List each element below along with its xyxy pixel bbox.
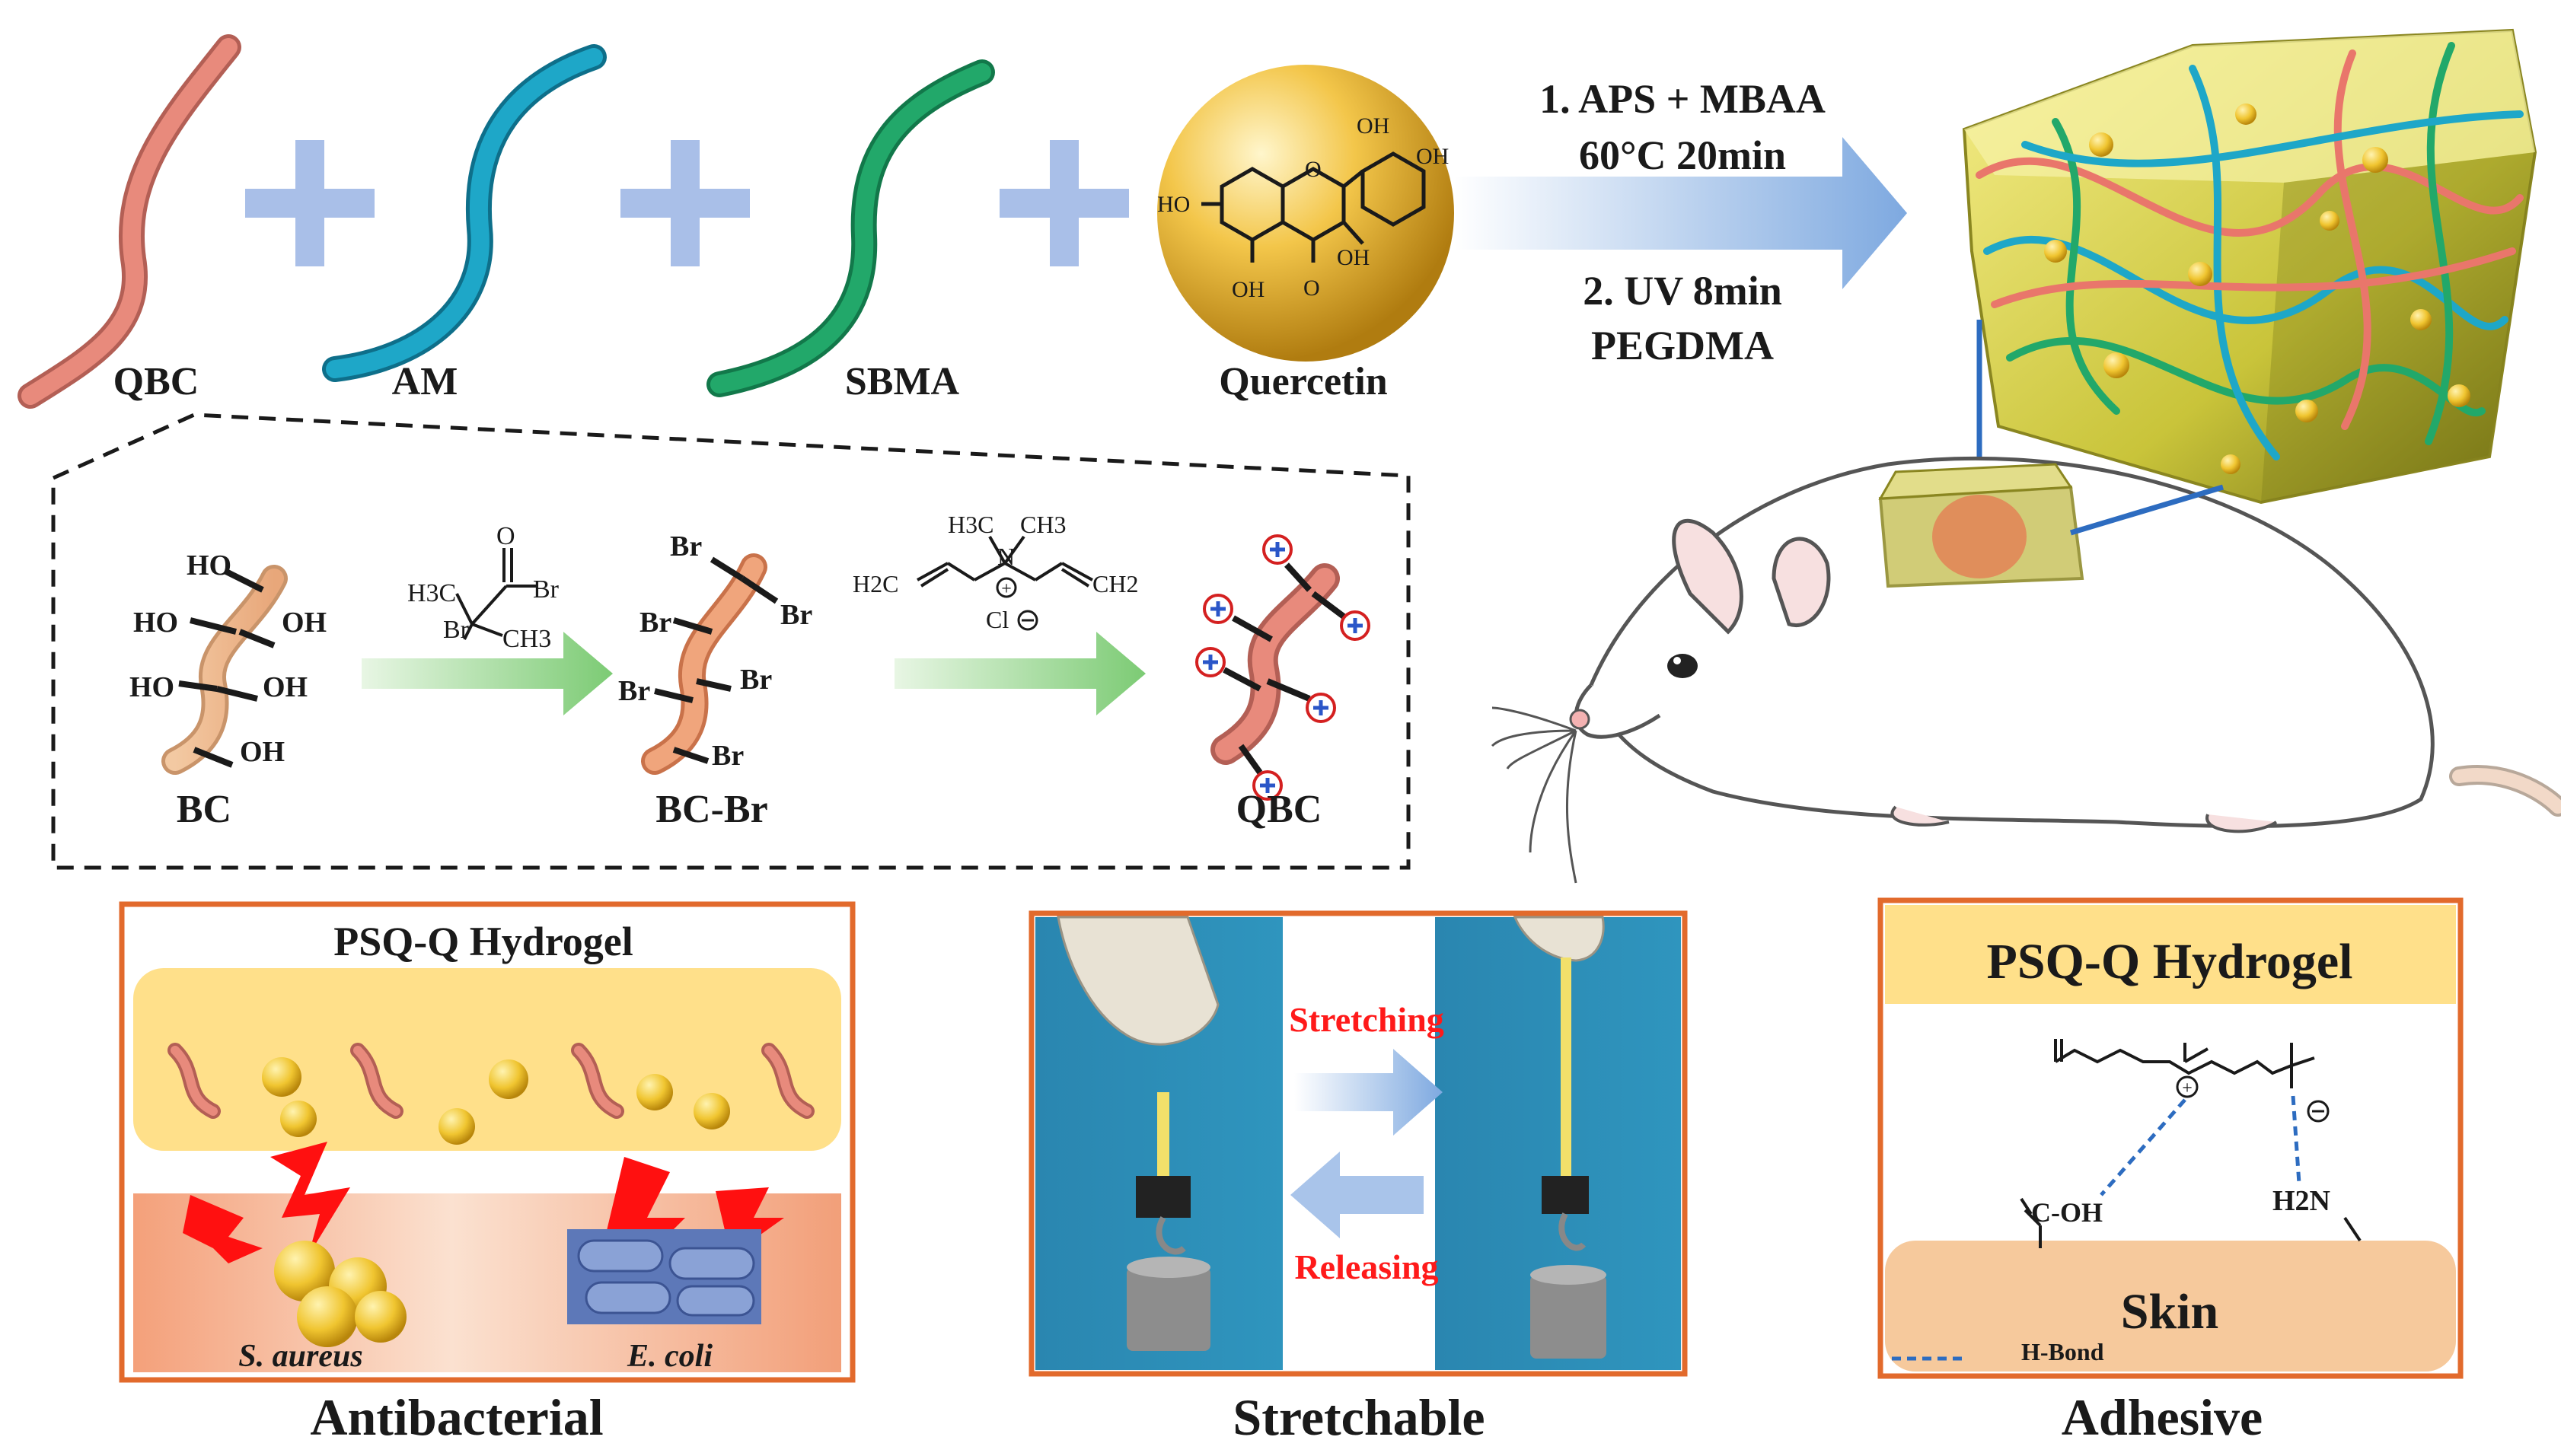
caption-antibacterial: Antibacterial bbox=[310, 1388, 603, 1446]
bcbr-group: Br bbox=[740, 664, 772, 696]
antibacterial-header: PSQ-Q Hydrogel bbox=[333, 919, 633, 964]
reagent2-atom: N bbox=[997, 543, 1015, 570]
bc-group: HO bbox=[187, 550, 231, 581]
quercetin-group: OH bbox=[1337, 245, 1370, 270]
bcbr-group: Br bbox=[618, 675, 650, 707]
mouse-illustration bbox=[1491, 456, 2561, 884]
quercetin-group: O bbox=[1305, 157, 1322, 182]
bcbr-rod bbox=[641, 553, 779, 775]
reagent1-atom: H3C bbox=[407, 579, 456, 607]
reagent2-atom: H3C bbox=[948, 511, 993, 538]
quercetin-group: OH bbox=[1357, 113, 1389, 139]
carboxyl-group: C-OH bbox=[2031, 1197, 2103, 1228]
plus-sign: + bbox=[2182, 1078, 2193, 1098]
label-bc: BC bbox=[177, 788, 231, 831]
quercetin-group: OH bbox=[1416, 144, 1449, 169]
hydrogel-cube bbox=[1962, 28, 2537, 505]
sbma-chain bbox=[706, 59, 995, 397]
qbc-chain bbox=[18, 34, 241, 409]
bacteria-e-coli: E. coli bbox=[627, 1339, 713, 1374]
synthesis-box bbox=[51, 413, 1411, 870]
hbond-legend: H-Bond bbox=[2021, 1338, 2104, 1365]
plus-sign: + bbox=[1001, 579, 1012, 599]
qbc-product-rod bbox=[1195, 534, 1370, 801]
label-am: AM bbox=[392, 360, 458, 403]
caption-adhesive: Adhesive bbox=[2062, 1388, 2263, 1446]
quercetin-group: O bbox=[1303, 276, 1320, 301]
bc-group: OH bbox=[282, 607, 327, 639]
bcbr-group: Br bbox=[712, 740, 744, 772]
reagent-bromoisobutyryl bbox=[455, 548, 537, 640]
bc-rod bbox=[161, 565, 288, 775]
bacteria-s-aureus: S. aureus bbox=[238, 1339, 362, 1374]
quercetin-sphere: OH OH HO OH OH O O bbox=[1157, 65, 1454, 362]
synthesis-arrow bbox=[362, 632, 613, 715]
label-qbc: QBC bbox=[113, 360, 199, 403]
caption-stretchable: Stretchable bbox=[1233, 1388, 1485, 1446]
panel-adhesive: + bbox=[1877, 897, 2464, 1379]
bcbr-group: Br bbox=[780, 599, 812, 631]
plus-icon bbox=[620, 140, 750, 266]
adhesive-header: PSQ-Q Hydrogel bbox=[1987, 934, 2353, 989]
reaction-step1: 1. APS + MBAA bbox=[1539, 76, 1826, 122]
reagent2-atom: CH3 bbox=[1020, 511, 1066, 538]
reagent1-atom: Br bbox=[443, 616, 470, 644]
adhesive-skin: Skin bbox=[2121, 1284, 2218, 1340]
reagent-diallyldimethylammonium: + bbox=[917, 535, 1093, 631]
label-stretching: Stretching bbox=[1289, 1000, 1444, 1039]
label-quercetin: Quercetin bbox=[1219, 360, 1388, 403]
reagent1-atom: CH3 bbox=[502, 625, 551, 653]
bc-group: HO bbox=[133, 607, 178, 639]
reagent1-atom: Br bbox=[533, 575, 560, 604]
quercetin-group: HO bbox=[1157, 192, 1190, 217]
reaction-step1-conditions: 60°C 20min bbox=[1579, 132, 1786, 178]
amine-group: H2N bbox=[2272, 1185, 2330, 1217]
label-releasing: Releasing bbox=[1294, 1247, 1438, 1286]
reagent2-atom: H2C bbox=[853, 570, 898, 597]
label-bcbr: BC-Br bbox=[655, 788, 767, 831]
am-chain bbox=[322, 44, 607, 382]
panel-stretchable bbox=[1029, 910, 1688, 1377]
panel-antibacterial bbox=[119, 901, 856, 1383]
bcbr-group: Br bbox=[639, 607, 671, 639]
reagent1-atom: O bbox=[496, 522, 515, 550]
reagent2-atom: CH2 bbox=[1092, 570, 1138, 597]
reaction-step2-crosslinker: PEGDMA bbox=[1591, 323, 1774, 368]
reaction-step2: 2. UV 8min bbox=[1583, 268, 1782, 314]
quercetin-group: OH bbox=[1232, 277, 1265, 302]
bc-group: HO bbox=[129, 671, 174, 703]
bc-group: OH bbox=[240, 736, 285, 768]
reaction-arrow bbox=[1454, 137, 1907, 289]
reagent2-atom: Cl bbox=[986, 606, 1009, 633]
connector-line bbox=[2069, 484, 2225, 536]
label-sbma: SBMA bbox=[845, 360, 960, 403]
bcbr-group: Br bbox=[670, 530, 702, 562]
synthesis-arrow bbox=[895, 632, 1146, 715]
plus-icon bbox=[245, 140, 375, 266]
label-qbc-product: QBC bbox=[1236, 788, 1322, 831]
bc-group: OH bbox=[263, 671, 308, 703]
plus-icon bbox=[1000, 140, 1129, 266]
